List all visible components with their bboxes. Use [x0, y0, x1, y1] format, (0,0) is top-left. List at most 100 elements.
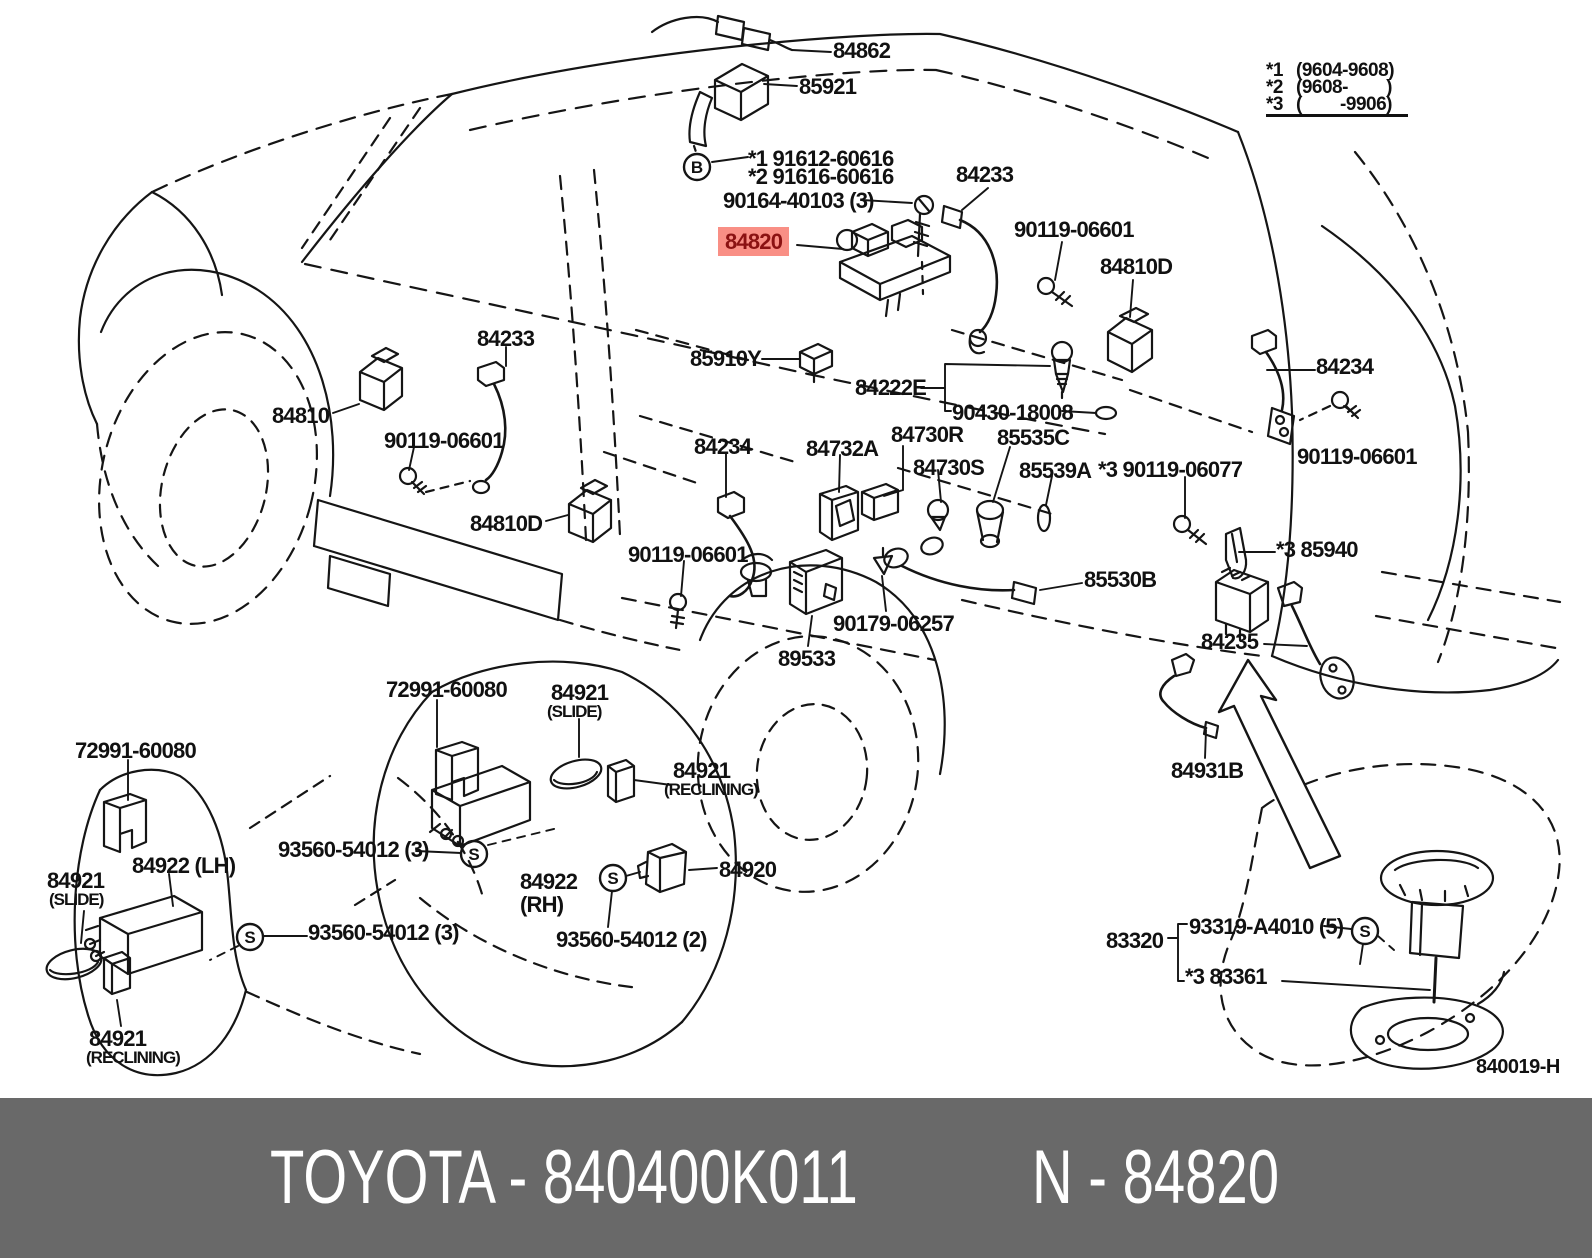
- part-85530B-harness-icon: [883, 536, 1038, 606]
- part-85539A-icon: [1036, 503, 1052, 533]
- production-period-legend: *1 (9604-9608) *2 (9608- ) *3 ( -9906): [1266, 60, 1395, 115]
- part-label-84921-recl-center-sub: (RECLINING): [664, 780, 759, 799]
- part-84810-relay-icon: [358, 346, 404, 412]
- part-84732A-switch-icon: [818, 484, 860, 542]
- part-label-84234-center: 84234: [694, 434, 752, 459]
- part-label-84920: 84920: [719, 857, 777, 882]
- legend-range-3: ( -9906): [1296, 94, 1392, 115]
- part-label-84732A: 84732A: [806, 436, 879, 461]
- part-90119-left-screw-icon: [398, 466, 472, 496]
- part-84921-recl-center-icon: [606, 758, 636, 804]
- part-84235-wire-icon: [1276, 580, 1355, 700]
- part-label-90119-06077: *3 90119-06077: [1098, 457, 1243, 482]
- pointer-arrow: [1217, 658, 1342, 870]
- part-90119-top-screw-icon: [1036, 276, 1074, 308]
- part-label-90430-18008: 90430-18008: [952, 400, 1074, 425]
- screw-marker-circle: [459, 839, 489, 869]
- part-label-84921-slide-center-sub: (SLIDE): [547, 702, 602, 721]
- part-84820-switch-icon: [835, 218, 952, 318]
- legend-range-1: (9604-9608): [1296, 60, 1395, 81]
- part-label-84921-recl-center: 84921: [673, 758, 731, 783]
- part-84233-top-wire-icon: [940, 204, 999, 355]
- part-label-85940: *3 85940: [1276, 537, 1358, 562]
- part-label-84810: 84810: [272, 403, 330, 428]
- footer-figure-number: N - 84820: [1032, 1135, 1279, 1220]
- leader-lines: [80, 49, 1431, 1027]
- fuel-tank-outline: [1219, 762, 1561, 1067]
- part-label-93560-54012-c: 93560-54012 (2): [556, 927, 707, 952]
- part-label-85535C: 85535C: [997, 425, 1070, 450]
- part-83320-fuel-pump-icon: [1379, 849, 1506, 1006]
- part-label-83361: *3 83361: [1185, 964, 1267, 989]
- part-label-85539A: 85539A: [1019, 458, 1092, 483]
- part-label-84222E: 84222E: [855, 375, 927, 400]
- part-84234-center-wire-icon: [716, 490, 774, 598]
- part-90119-right-screw-icon: [1298, 390, 1362, 422]
- part-label-85530B: 85530B: [1084, 567, 1157, 592]
- part-90430-grommet-icon: [1094, 405, 1118, 421]
- part-84234-right-wire-icon: [1250, 328, 1296, 446]
- part-label-89533: 89533: [778, 646, 836, 671]
- screw-marker-letter: S: [244, 928, 255, 947]
- vehicle-outline: [77, 32, 1562, 893]
- part-label-93319-A4010: 93319-A4010 (5): [1189, 914, 1344, 939]
- part-84810D-center-relay-icon: [567, 478, 613, 544]
- part-label-85910Y: 85910Y: [690, 346, 762, 371]
- part-84222E-sensor-icon: [1050, 340, 1074, 400]
- screw-marker-circle: [1350, 916, 1380, 946]
- bolt-marker-circle: [682, 152, 712, 182]
- part-label-84921-slide-center: 84921: [551, 680, 609, 705]
- screw-marker-circle: [598, 863, 628, 893]
- part-label-84921-slide-left: 84921: [47, 868, 105, 893]
- part-85940-icon: [1224, 526, 1248, 580]
- part-label-84233-left: 84233: [477, 326, 535, 351]
- screw-marker-letter: S: [1359, 922, 1370, 941]
- part-label-84810D-right: 84810D: [1100, 254, 1173, 279]
- part-84730R-switch-icon: [860, 482, 900, 522]
- legend-mark-2: *2: [1266, 77, 1283, 98]
- part-85910Y-icon: [798, 342, 834, 384]
- part-84862-wire-icon: [650, 14, 794, 52]
- part-label-84931B: 84931B: [1171, 758, 1244, 783]
- part-label-84820-highlighted: 84820: [718, 227, 790, 256]
- part-label-84921-recl-left-sub: (RECLINING): [86, 1048, 181, 1067]
- fastener-markers: [235, 152, 1380, 952]
- part-72991-left-bracket-icon: [102, 792, 148, 854]
- legend-underline: [1266, 114, 1408, 117]
- part-label-72991-60080-left: 72991-60080: [75, 738, 197, 763]
- part-89533-module-icon: [788, 548, 844, 616]
- part-label-90179-06257: 90179-06257: [833, 611, 955, 636]
- screw-marker-letter: S: [607, 869, 618, 888]
- part-90119-06077-screw-icon: [1172, 514, 1208, 546]
- part-label-90119-06601-top: 90119-06601: [1014, 217, 1134, 242]
- screw-marker-circle: [235, 922, 265, 952]
- legend-mark-3: *3: [1266, 94, 1283, 115]
- part-84931B-wire-icon: [1159, 652, 1220, 740]
- legend-mark-1: *1: [1266, 60, 1283, 81]
- part-84730S-bulb-icon: [926, 498, 950, 532]
- part-84922-RH-unit-icon: [428, 764, 532, 848]
- part-label-84922-RH: 84922: [520, 869, 578, 894]
- legend-range-2: (9608- ): [1296, 77, 1392, 98]
- part-83361-pump-plate-icon: [1349, 996, 1504, 1070]
- part-label-93560-54012-b: 93560-54012 (3): [308, 920, 459, 945]
- part-label-91616-60616: *2 91616-60616: [748, 164, 894, 189]
- footer-banner: TOYOTA - 840400K011 N - 84820: [0, 1098, 1592, 1258]
- part-84922-LH-unit-icon: [83, 894, 204, 976]
- part-90119-center-screw-icon: [668, 592, 688, 630]
- part-label-84810D-center: 84810D: [470, 511, 543, 536]
- part-label-90119-06601-right: 90119-06601: [1297, 444, 1417, 469]
- part-84921-slide-left-icon: [45, 947, 103, 981]
- part-label-84862: 84862: [833, 38, 891, 63]
- footer-part-number: TOYOTA - 840400K011: [270, 1135, 858, 1220]
- part-label-93560-54012-a: 93560-54012 (3): [278, 837, 429, 862]
- part-label-84233-top: 84233: [956, 162, 1014, 187]
- part-label-84922-RH-sub: (RH): [520, 892, 564, 917]
- part-84921-slide-center-icon: [549, 758, 603, 790]
- part-label-84922-LH: 84922 (LH): [132, 853, 236, 878]
- diagram-code: 840019-H: [1476, 1056, 1560, 1078]
- part-label-84234-right: 84234: [1316, 354, 1374, 379]
- part-84235-relay-icon: [1214, 566, 1270, 642]
